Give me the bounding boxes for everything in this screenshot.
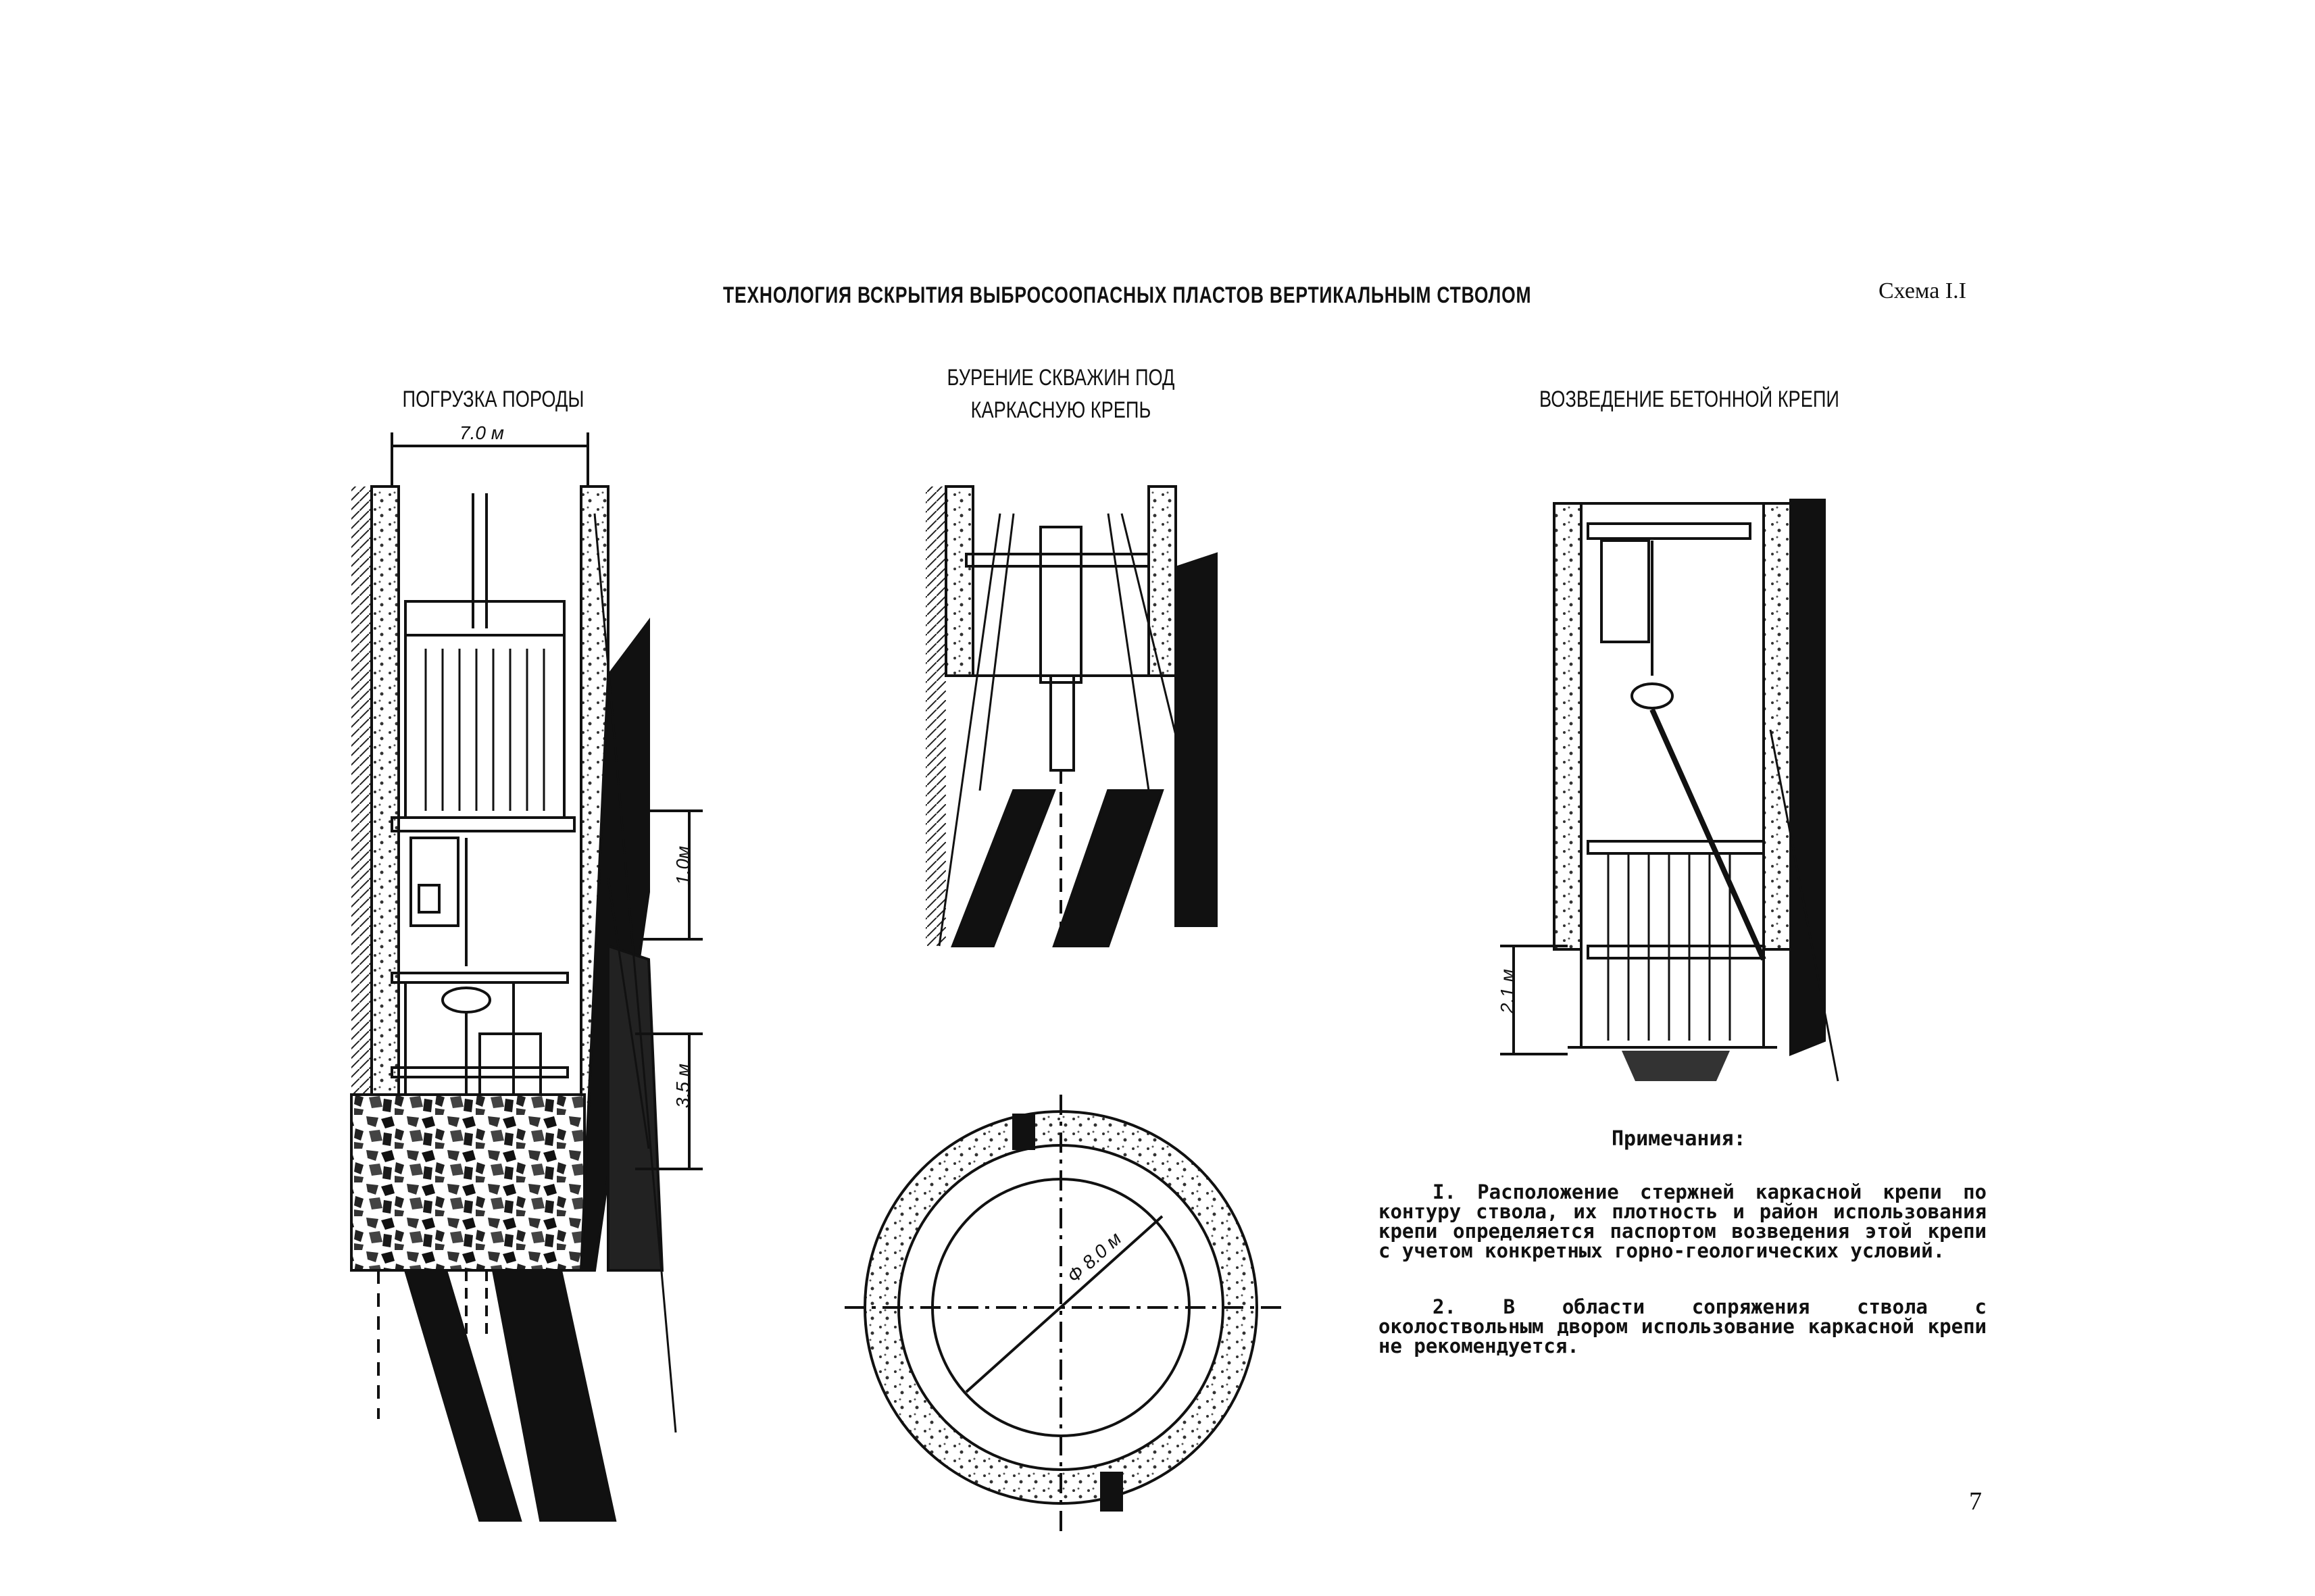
section-title-concrete: ВОЗВЕДЕНИЕ БЕТОННОЙ КРЕПИ [1539, 386, 1839, 412]
dim-step1: 1.0м [672, 846, 693, 885]
section-title-loading: ПОГРУЗКА ПОРОДЫ [402, 386, 584, 412]
section-title-drilling: БУРЕНИЕ СКВАЖИН ПОД КАРКАСНУЮ КРЕПЬ [910, 361, 1212, 426]
drawing-concrete: 2.1 м [1497, 499, 1839, 1082]
dim-step2: 3.5 м [672, 1064, 693, 1108]
drawing-loading: 7.0 м [350, 422, 703, 1522]
page-title: ТЕХНОЛОГИЯ ВСКРЫТИЯ ВЫБРОСООПАСНЫХ ПЛАСТ… [723, 282, 1532, 308]
page-number: 7 [1969, 1487, 1982, 1516]
note-2: 2. В области сопряжения ствола с околост… [1378, 1295, 1987, 1357]
scheme-label: Схема I.I [1878, 278, 1966, 303]
dim-step3: 2.1 м [1497, 969, 1518, 1014]
note-1: I. Расположение стержней каркасной крепи… [1378, 1180, 1987, 1262]
drawing-drilling [926, 485, 1218, 947]
section-title-drilling-line1: БУРЕНИЕ СКВАЖИН ПОД [947, 365, 1175, 391]
notes-heading: Примечания: [1612, 1127, 1746, 1151]
dim-width: 7.0 м [459, 422, 504, 443]
drawing-plan: Ф 8.0 м [845, 1095, 1284, 1534]
section-title-drilling-line2: КАРКАСНУЮ КРЕПЬ [970, 397, 1151, 423]
